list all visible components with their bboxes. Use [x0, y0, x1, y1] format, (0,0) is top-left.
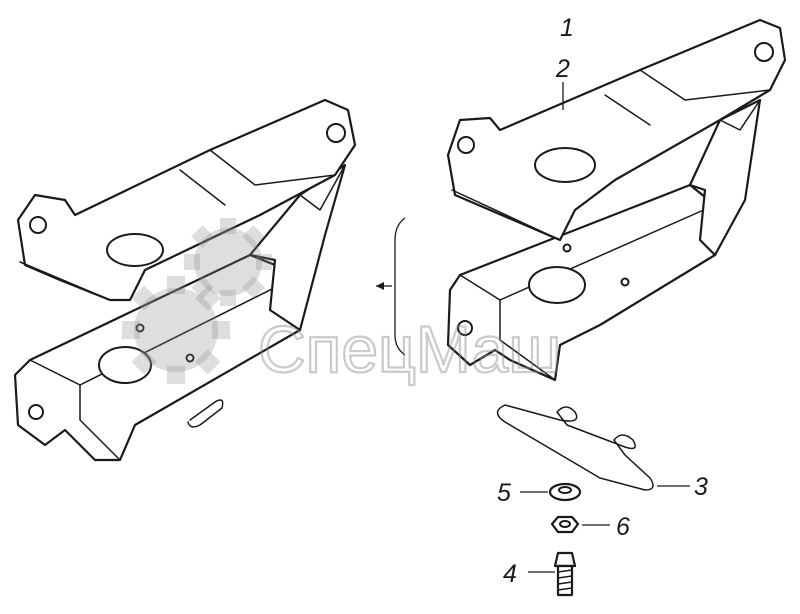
spring-wire-part-3 [496, 404, 654, 491]
washer-part-5 [548, 482, 582, 502]
left-bracket-upper-arm [16, 98, 357, 302]
left-bracket-hole-front [29, 216, 47, 234]
right-bracket-center-hole [534, 147, 596, 183]
watermark-text: СпецМаш [258, 312, 561, 386]
callout-4: 4 [503, 560, 517, 588]
nut-part-6 [550, 515, 580, 534]
left-bracket-hole-rear [326, 123, 346, 143]
watermark-gear-icon [122, 218, 272, 384]
callout-5: 5 [497, 479, 511, 507]
right-bracket-base-hole [528, 266, 586, 304]
left-bracket-center-hole [106, 233, 164, 267]
right-bracket-hole-rear [754, 42, 774, 62]
callout-6: 6 [616, 513, 630, 541]
right-bracket-hole-front [457, 136, 475, 154]
callout-3: 3 [694, 473, 708, 501]
left-bracket-assembly [13, 98, 357, 462]
right-bracket-upper-arm [446, 18, 787, 242]
assembly-arrow [376, 217, 406, 356]
callout-2: 2 [555, 55, 570, 83]
left-spring-wire [187, 399, 224, 428]
callout-1: 1 [560, 14, 574, 42]
bolt-part-4 [553, 551, 577, 597]
right-bracket [446, 18, 787, 382]
left-bracket-base-hole [98, 346, 152, 384]
